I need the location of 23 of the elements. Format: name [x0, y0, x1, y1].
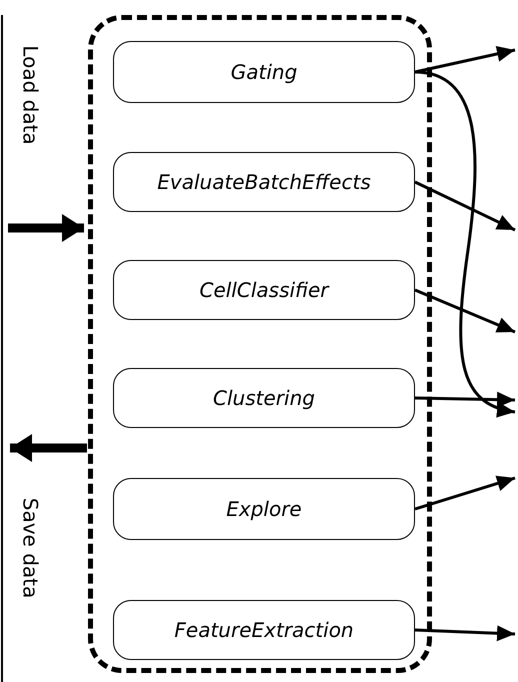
- arrow: [414, 46, 516, 74]
- arrow: [414, 392, 516, 408]
- process-label: Clustering: [213, 386, 315, 410]
- process-box: [113, 260, 415, 320]
- arrow: [10, 434, 87, 462]
- process-label: Explore: [226, 497, 302, 521]
- arrow: [414, 70, 516, 416]
- process-label: EvaluateBatchEffects: [157, 170, 371, 194]
- arrow: [414, 180, 516, 232]
- arrow: [8, 214, 84, 242]
- process-box: [113, 41, 415, 103]
- side-label: Load data: [18, 45, 42, 145]
- dashed-group-box: [88, 15, 432, 673]
- arrow: [414, 288, 516, 334]
- process-label: CellClassifier: [199, 278, 328, 302]
- process-box: [113, 152, 415, 212]
- side-label: Save data: [18, 498, 42, 598]
- process-box: [113, 368, 415, 428]
- process-label: Gating: [230, 60, 298, 84]
- process-label: FeatureExtraction: [174, 618, 354, 642]
- arrow: [414, 625, 516, 642]
- process-box: [113, 478, 415, 540]
- process-box: [113, 600, 415, 660]
